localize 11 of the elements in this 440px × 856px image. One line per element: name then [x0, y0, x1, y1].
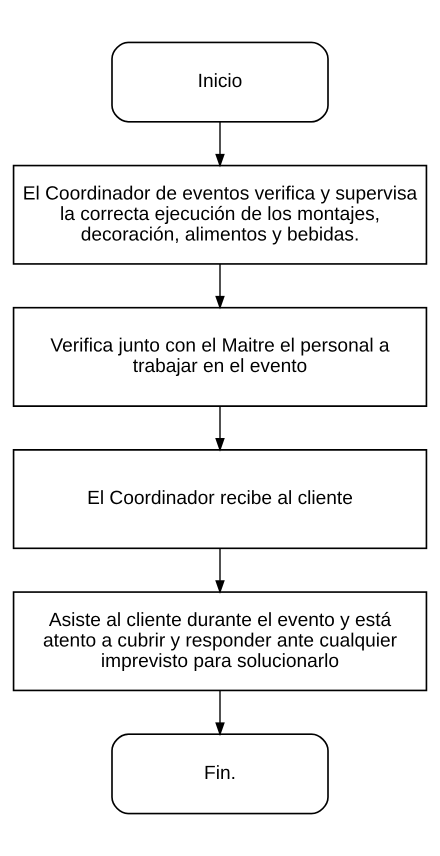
arrow — [215, 406, 225, 452]
node-box: Asiste al cliente durante el evento y está atento a cubrir y responder ante cualquier imprevisto para solucionarlo — [12, 591, 428, 692]
arrow — [215, 264, 225, 310]
arrow — [215, 548, 225, 594]
node-box: El Coordinador recibe al cliente — [12, 449, 428, 550]
arrow — [215, 690, 225, 736]
node-box: Verifica junto con el Maitre el personal a trabajar en el evento — [12, 306, 428, 407]
node-box: El Coordinador de eventos verifica y supervisa la correcta ejecución de los montajes, decoración, alimentos y bebidas. — [12, 164, 428, 265]
node-box: Inicio — [111, 42, 329, 123]
arrow — [215, 122, 225, 168]
node-box: Fin. — [111, 733, 329, 814]
